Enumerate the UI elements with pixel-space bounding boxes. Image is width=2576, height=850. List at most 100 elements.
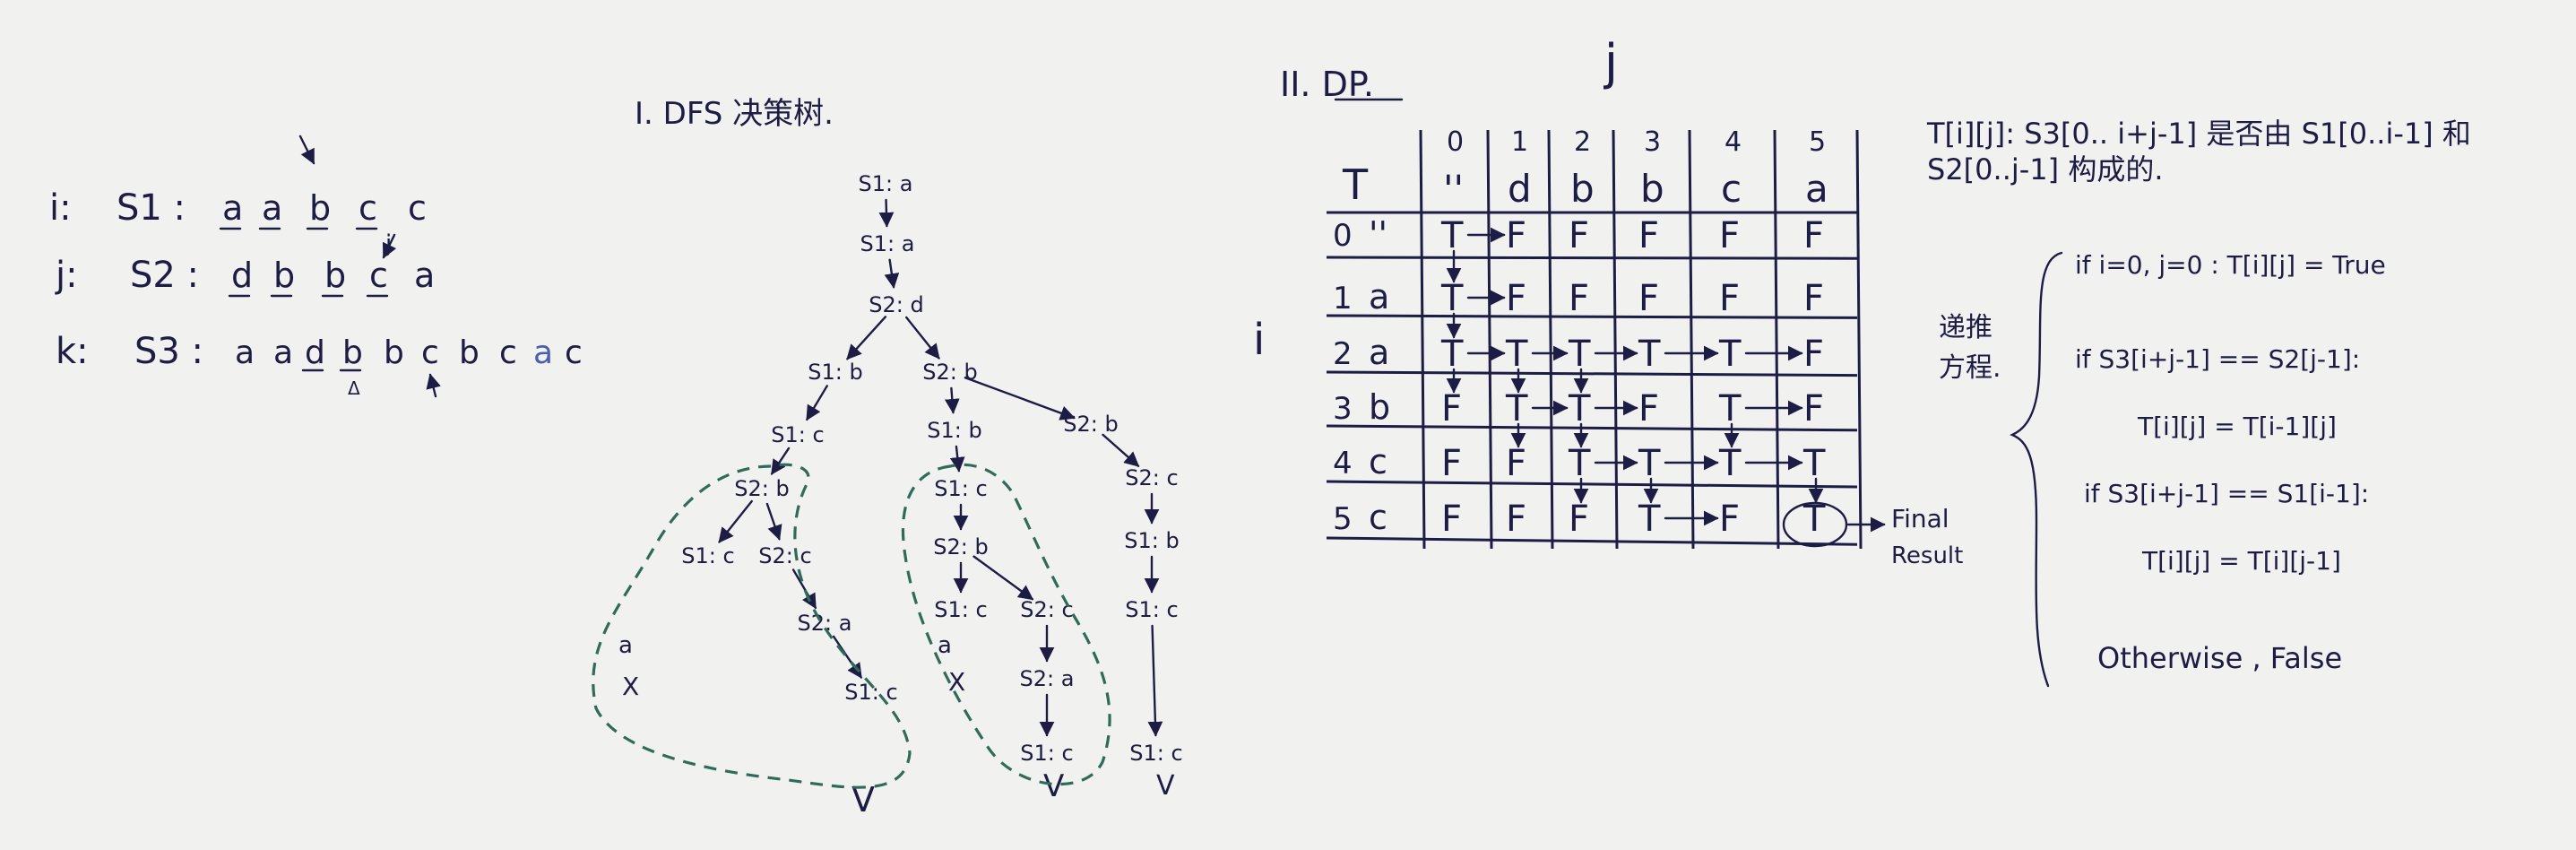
leaf-fail-2: X <box>948 667 965 697</box>
dashed-region-right <box>901 463 1111 786</box>
s3-char: c <box>421 334 439 371</box>
final-label-2: Result <box>1891 542 1963 569</box>
dp-cell: T <box>1440 278 1464 319</box>
dp-cell: F <box>1803 388 1824 429</box>
tree-edge <box>1147 624 1163 737</box>
dp-corner: T <box>1342 160 1369 209</box>
col-index: 4 <box>1725 126 1742 158</box>
dp-cell: T <box>1718 388 1742 429</box>
edge-label-a-right: a <box>938 632 952 659</box>
tree-edge <box>964 377 1076 421</box>
row-char: c <box>1369 498 1387 537</box>
definition-line-1: T[i][j]: S3[0.. i+j-1] 是否由 S1[0..i-1] 和 <box>1926 117 2471 151</box>
col-char: d <box>1508 167 1532 211</box>
tree-node: S1: c <box>681 543 734 568</box>
grid-hline <box>1326 370 1858 377</box>
grid-vline <box>1612 129 1619 550</box>
col-char: b <box>1570 167 1595 211</box>
edge-label-a-left: a <box>618 632 633 659</box>
col-index: 2 <box>1574 126 1591 158</box>
dp-cell: F <box>1803 334 1824 375</box>
s1-pointer-arrow <box>298 134 316 165</box>
s3-char: a <box>533 334 553 371</box>
s3-char: b <box>342 334 363 371</box>
dp-cell: F <box>1638 215 1659 256</box>
dp-cell: T <box>1638 499 1661 540</box>
tree-node: S1: b <box>1124 528 1179 553</box>
dp-cell: T <box>1568 443 1591 484</box>
transition-label-2: 方程. <box>1939 352 2001 384</box>
s3-pointer-arrow <box>426 373 441 398</box>
s2-pointer-arrow <box>382 233 397 259</box>
dp-cell: F <box>1506 443 1526 484</box>
tree-edge <box>949 445 965 473</box>
col-index: 3 <box>1644 126 1661 158</box>
dp-cell: F <box>1719 278 1740 319</box>
dp-cell: T <box>1568 334 1591 375</box>
dp-cell: T <box>1440 215 1464 256</box>
dp-cell: F <box>1569 278 1589 319</box>
tree-node: S1: a <box>859 171 913 196</box>
dp-cell: T <box>1802 499 1826 540</box>
col-char: '' <box>1443 167 1464 211</box>
row-char: b <box>1369 387 1390 427</box>
dp-cell: T <box>1568 388 1591 429</box>
dfs-edges <box>718 198 1163 737</box>
dp-cell: F <box>1803 278 1824 319</box>
s3-name: S3 : <box>134 331 203 372</box>
tree-edge <box>878 198 895 228</box>
grid-hline <box>1326 480 1858 489</box>
case-3-result: T[i][j] = T[i][j-1] <box>2141 546 2341 576</box>
row-index: 2 <box>1333 336 1353 372</box>
dp-cell: F <box>1506 215 1526 256</box>
tree-edge <box>765 502 782 541</box>
dp-cell: F <box>1638 278 1659 319</box>
dashed-region-left <box>592 463 912 789</box>
col-char: b <box>1640 167 1664 211</box>
case-3: if S3[i+j-1] == S1[i-1]: <box>2084 479 2369 508</box>
case-1: if i=0, j=0 : T[i][j] = True <box>2075 250 2386 280</box>
tree-node: S1: c <box>1020 741 1073 766</box>
tree-node: S2: c <box>1125 465 1178 490</box>
row-index: 4 <box>1333 446 1353 481</box>
dfs-title: I. DFS 决策树. <box>635 96 834 132</box>
dp-cell: T <box>1638 334 1661 375</box>
tree-edge <box>905 316 940 360</box>
row-char: c <box>1369 442 1387 481</box>
transition-label-1: 递推 <box>1939 312 1993 343</box>
col-index: 0 <box>1447 126 1464 158</box>
grid-hline <box>1326 314 1858 319</box>
dp-cell: F <box>1638 388 1659 429</box>
dp-cell: T <box>1718 334 1742 375</box>
tree-node: S1: c <box>771 422 824 447</box>
s2-char: a <box>414 256 435 295</box>
grid-vline <box>1855 129 1863 550</box>
tree-node: S1: c <box>1129 741 1182 766</box>
s2-char: d <box>231 256 253 295</box>
tree-node: S1: b <box>808 360 862 385</box>
tree-edge <box>770 447 791 475</box>
grid-hline <box>1326 424 1858 432</box>
col-index: 1 <box>1511 126 1528 158</box>
s3-prefix: k: <box>56 331 89 372</box>
dp-cell: T <box>1802 443 1826 484</box>
dp-title: II. DP. <box>1280 65 1374 104</box>
dp-cell: F <box>1803 215 1824 256</box>
s2-name: S2 : <box>130 255 199 296</box>
s3-char: a <box>273 334 293 371</box>
row-index: 3 <box>1333 391 1353 427</box>
brace <box>2010 251 2063 688</box>
notes-section: T[i][j]: S3[0.. i+j-1] 是否由 S1[0..i-1] 和 … <box>1926 117 2471 688</box>
s3-char: b <box>459 334 480 371</box>
tree-node: S2: a <box>1020 666 1075 691</box>
dp-cell: F <box>1506 278 1526 319</box>
grid-vline <box>1486 129 1493 550</box>
otherwise-case: Otherwise , False <box>2097 641 2342 675</box>
case-2-result: T[i][j] = T[i-1][j] <box>2137 412 2337 441</box>
